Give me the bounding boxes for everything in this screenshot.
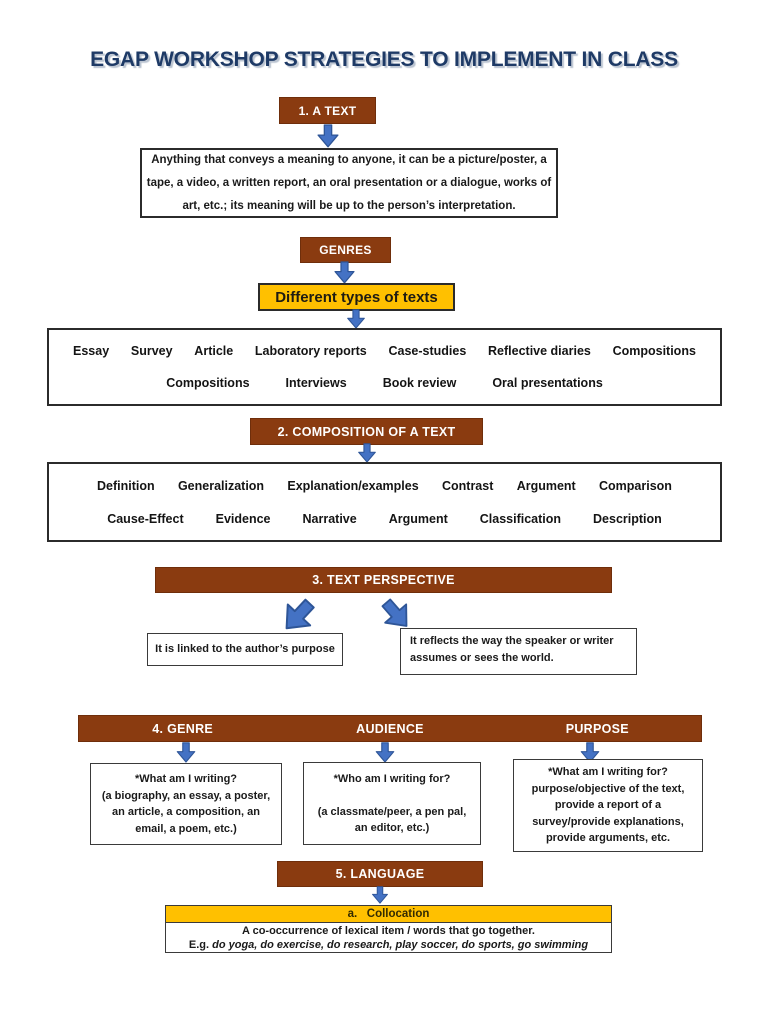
composition-item: Evidence xyxy=(215,511,271,526)
down-arrow-icon xyxy=(580,742,600,763)
genre-item: Book review xyxy=(382,376,457,390)
different-types-of-texts-label: Different types of texts xyxy=(258,283,455,311)
composition-item: Argument xyxy=(388,511,448,526)
composition-item: Comparison xyxy=(599,478,672,493)
genre-item: Essay xyxy=(73,344,110,358)
genre-item: Article xyxy=(194,344,234,358)
genre-note-box: *What am I writing? (a biography, an ess… xyxy=(90,763,282,845)
perspective-right-note: It reflects the way the speaker or write… xyxy=(400,628,637,675)
section4-heading-bar: 4. GENRE AUDIENCE PURPOSE xyxy=(78,715,702,742)
purpose-note-box: *What am I writing for? purpose/objectiv… xyxy=(513,759,703,852)
collocation-header: a. Collocation xyxy=(166,906,611,923)
text-definition-box: Anything that conveys a meaning to anyon… xyxy=(140,148,558,218)
genre-item: Laboratory reports xyxy=(254,344,367,358)
composition-item: Cause-Effect xyxy=(107,511,184,526)
down-arrow-icon xyxy=(176,742,196,763)
example-prefix: E.g. xyxy=(188,939,213,951)
composition-item: Narrative xyxy=(302,511,357,526)
genre-item: Case-studies xyxy=(388,344,467,358)
collocation-body: A co-occurrence of lexical item / words … xyxy=(166,923,611,953)
down-arrow-icon xyxy=(358,443,376,463)
section2-heading: 2. COMPOSITION OF A TEXT xyxy=(250,418,483,445)
genres-row-1: Essay Survey Article Laboratory reports … xyxy=(49,344,720,358)
down-arrow-icon xyxy=(347,309,365,329)
composition-item: Generalization xyxy=(177,478,265,493)
composition-item: Definition xyxy=(97,478,155,493)
down-arrow-icon xyxy=(317,124,339,148)
collocation-example: E.g. do yoga, do exercise, do research, … xyxy=(189,938,588,953)
purpose-header: PURPOSE xyxy=(565,721,629,736)
composition-item: Explanation/examples xyxy=(287,478,419,493)
text-definition: Anything that conveys a meaning to anyon… xyxy=(146,153,552,212)
composition-item: Argument xyxy=(516,478,576,493)
genre-item: Survey xyxy=(130,344,173,358)
genre-item: Compositions xyxy=(166,376,250,390)
audience-note-box: *Who am I writing for? (a classmate/peer… xyxy=(303,762,481,845)
down-arrow-icon xyxy=(372,886,388,904)
section5-heading: 5. LANGUAGE xyxy=(277,861,483,887)
collocation-definition: A co-occurrence of lexical item / words … xyxy=(242,924,535,937)
section1-heading: 1. A TEXT xyxy=(279,97,376,124)
genre-item: Compositions xyxy=(612,344,696,358)
down-arrow-icon xyxy=(375,742,395,763)
page-title: EGAP WORKSHOP STRATEGIES TO IMPLEMENT IN… xyxy=(90,48,678,71)
section3-heading: 3. TEXT PERSPECTIVE xyxy=(155,567,612,593)
composition-item: Description xyxy=(593,511,662,526)
down-right-arrow-icon xyxy=(381,598,408,627)
genre-header: 4. GENRE xyxy=(152,721,214,736)
composition-row-2: Cause-Effect Evidence Narrative Argument… xyxy=(49,512,720,526)
genres-heading: GENRES xyxy=(300,237,391,263)
composition-row-1: Definition Generalization Explanation/ex… xyxy=(49,479,720,493)
down-left-arrow-icon xyxy=(285,598,315,630)
composition-list-box: Definition Generalization Explanation/ex… xyxy=(47,462,722,542)
perspective-left-note: It is linked to the author’s purpose xyxy=(147,633,343,666)
example-items: do yoga, do exercise, do research, play … xyxy=(212,939,589,951)
genres-list-box: Essay Survey Article Laboratory reports … xyxy=(47,328,722,406)
genres-row-2: Compositions Interviews Book review Oral… xyxy=(49,376,720,390)
genre-item: Interviews xyxy=(285,376,347,390)
collocation-box: a. Collocation A co-occurrence of lexica… xyxy=(165,905,612,953)
genre-item: Oral presentations xyxy=(492,376,603,390)
genre-item: Reflective diaries xyxy=(488,344,591,358)
down-arrow-icon xyxy=(334,261,355,284)
audience-header: AUDIENCE xyxy=(356,721,424,736)
composition-item: Contrast xyxy=(441,478,494,493)
composition-item: Classification xyxy=(479,511,562,526)
